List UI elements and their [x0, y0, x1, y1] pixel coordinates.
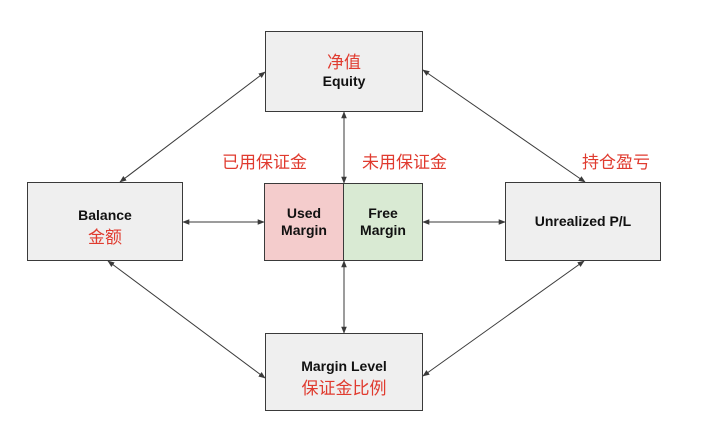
arrow-balance-marginlevel — [107, 260, 266, 379]
margin-level-box: Margin Level 保证金比例 — [265, 333, 423, 411]
arrow-equity-balance — [119, 71, 266, 183]
used-margin-line1: Used — [286, 205, 322, 221]
used-margin-zh-label: 已用保证金 — [222, 153, 307, 172]
balance-box: Balance 金额 — [27, 182, 183, 261]
equity-box: 净值 Equity — [265, 31, 423, 112]
free-margin-box: Free Margin — [343, 183, 423, 261]
free-margin-line2: Margin — [360, 222, 406, 238]
unrealized-box: Unrealized P/L — [505, 182, 661, 261]
arrow-equity-unrealized — [422, 69, 586, 183]
used-margin-box: Used Margin — [264, 183, 344, 261]
margin-level-zh-label: 保证金比例 — [301, 378, 387, 398]
equity-label: Equity — [322, 73, 366, 89]
arrow-unrealized-marginlevel — [422, 260, 585, 377]
free-margin-zh-label: 未用保证金 — [362, 153, 447, 172]
balance-label: Balance — [78, 207, 132, 223]
unrealized-zh-label: 持仓盈亏 — [582, 153, 650, 172]
balance-zh-label: 金额 — [88, 228, 122, 247]
equity-zh-label: 净值 — [327, 53, 361, 72]
margin-level-label: Margin Level — [301, 357, 387, 374]
unrealized-label: Unrealized P/L — [534, 213, 632, 229]
free-margin-line1: Free — [368, 205, 398, 221]
used-margin-line2: Margin — [281, 222, 327, 238]
